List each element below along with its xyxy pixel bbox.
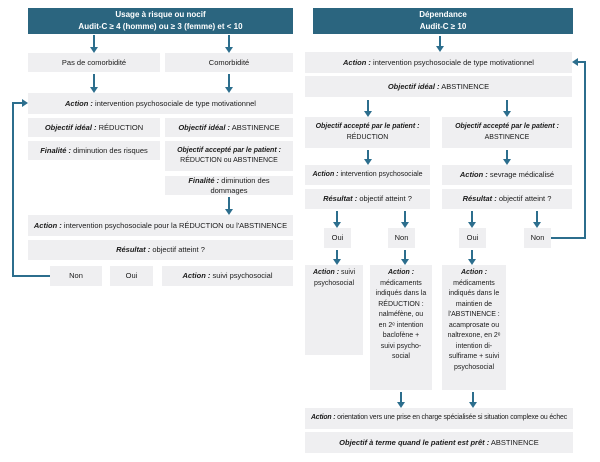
box-objectif-accepte-reduction: Objectif accepté par le patient : RÉDUCT… xyxy=(305,117,430,148)
arrow-down-icon xyxy=(536,211,538,222)
arrow-down-icon xyxy=(404,250,406,259)
box-pas-de-comorbidite: Pas de comorbidité xyxy=(28,53,160,72)
box-non-1: Non xyxy=(388,228,415,248)
header-dependance-line2: Audit-C ≥ 10 xyxy=(419,22,467,31)
header-dependance: Dépendance Audit-C ≥ 10 xyxy=(313,8,573,34)
arrow-down-icon xyxy=(472,392,474,402)
arrow-down-icon xyxy=(400,392,402,402)
box-action-suivi-right: Action : suivi psychosocial xyxy=(305,265,363,355)
box-action-psychosociale: Action : intervention psychosociale xyxy=(305,165,430,185)
arrow-down-icon xyxy=(228,74,230,87)
box-objectif-accepte-abstinence: Objectif accepté par le patient : ABSTIN… xyxy=(442,117,572,148)
box-objectif-accepte-left: Objectif accepté par le patient : RÉDUCT… xyxy=(165,141,293,171)
box-comorbidite: Comorbidité xyxy=(165,53,293,72)
box-action-motivationnel-right: Action : intervention psychosociale de t… xyxy=(305,52,572,73)
arrow-left-icon xyxy=(572,58,578,66)
box-action-reduction-abstinence: Action : intervention psychosociale pour… xyxy=(28,215,293,236)
box-non-left: Non xyxy=(50,266,102,286)
box-oui-2: Oui xyxy=(459,228,486,248)
header-usage-line2: Audit-C ≥ 4 (homme) ou ≥ 3 (femme) et < … xyxy=(78,22,243,31)
box-objectif-ideal-right: Objectif idéal : ABSTINENCE xyxy=(305,76,572,97)
feedback-line xyxy=(584,61,586,239)
feedback-line xyxy=(12,275,50,277)
box-resultat-left: Résultat : objectif atteint ? xyxy=(28,240,293,260)
box-medicaments-abstinence: Action : médicaments indiqués dans le ma… xyxy=(442,265,506,390)
feedback-line xyxy=(12,102,22,104)
box-finalite-dommages: Finalité : diminution des dommages xyxy=(165,176,293,195)
box-oui-1: Oui xyxy=(324,228,351,248)
header-dependance-line1: Dépendance xyxy=(419,10,467,20)
box-objectif-ideal-reduction: Objectif idéal : RÉDUCTION xyxy=(28,118,160,137)
box-resultat-abstinence: Résultat : objectif atteint ? xyxy=(442,189,572,209)
header-usage-a-risque: Usage à risque ou nocif Audit-C ≥ 4 (hom… xyxy=(28,8,293,34)
box-finalite-risques: Finalité : diminution des risques xyxy=(28,141,160,160)
box-non-2: Non xyxy=(524,228,551,248)
box-objectif-a-terme: Objectif à terme quand le patient est pr… xyxy=(305,432,573,453)
arrow-down-icon xyxy=(506,100,508,111)
arrow-down-icon xyxy=(228,35,230,47)
feedback-line xyxy=(12,102,14,276)
arrow-down-icon xyxy=(93,35,95,47)
arrow-down-icon xyxy=(336,211,338,222)
arrow-down-icon xyxy=(367,100,369,111)
box-resultat-reduction: Résultat : objectif atteint ? xyxy=(305,189,430,209)
arrow-down-icon xyxy=(471,250,473,259)
arrow-down-icon xyxy=(93,74,95,87)
box-medicaments-reduction: Action : médicaments indiqués dans la RÉ… xyxy=(370,265,432,390)
arrow-down-icon xyxy=(471,211,473,222)
feedback-line xyxy=(551,237,585,239)
feedback-line xyxy=(578,61,586,63)
arrow-right-icon xyxy=(22,99,28,107)
arrow-down-icon xyxy=(404,211,406,222)
box-action-motivationnel-left: Action : intervention psychosociale de t… xyxy=(28,93,293,114)
box-action-suivi-left: Action : suivi psychosocial xyxy=(162,266,293,286)
box-action-sevrage: Action : sevrage médicalisé xyxy=(442,165,572,185)
arrow-down-icon xyxy=(228,197,230,209)
arrow-down-icon xyxy=(439,36,441,46)
box-objectif-ideal-abstinence: Objectif idéal : ABSTINENCE xyxy=(165,118,293,137)
arrow-down-icon xyxy=(367,150,369,159)
arrow-down-icon xyxy=(506,150,508,159)
header-usage-line1: Usage à risque ou nocif xyxy=(115,10,206,20)
box-orientation-specialisee: Action : orientation vers une prise en c… xyxy=(305,408,573,429)
arrow-down-icon xyxy=(336,250,338,259)
box-oui-left: Oui xyxy=(110,266,153,286)
